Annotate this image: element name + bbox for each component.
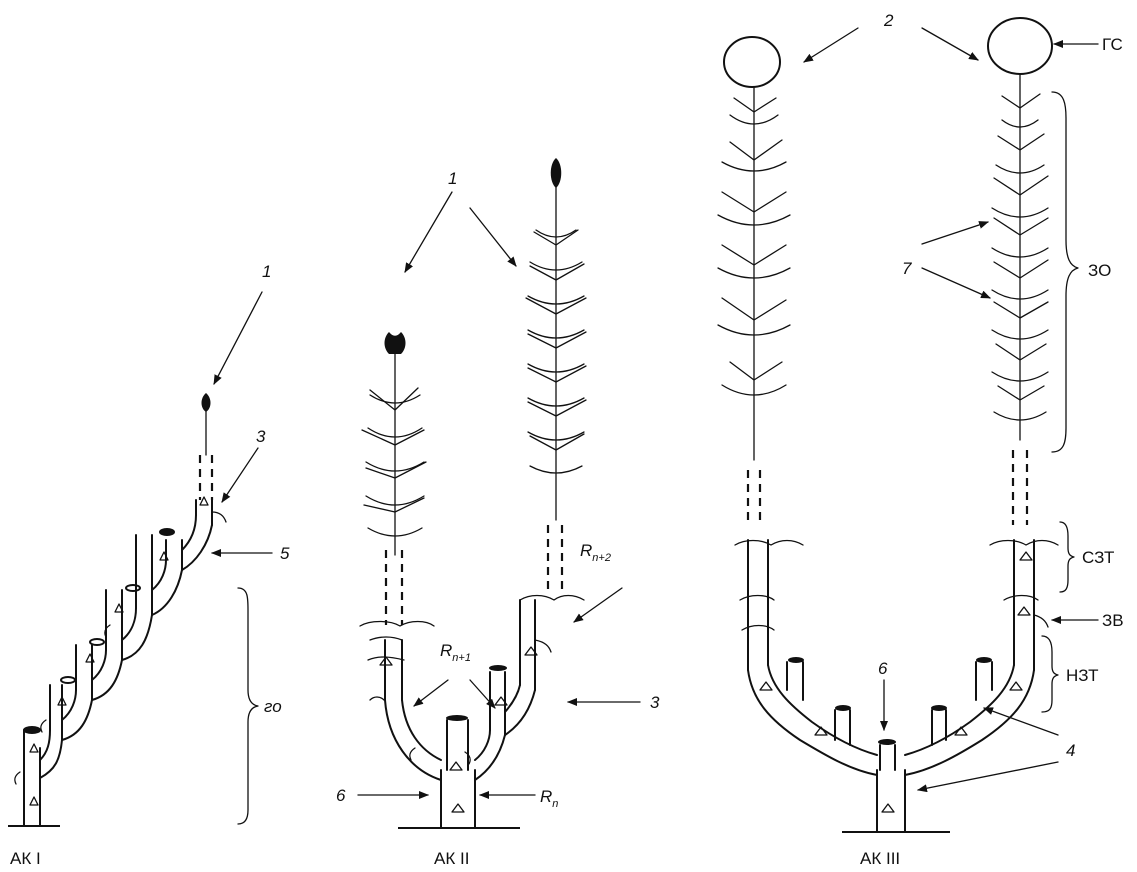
label-7: 7 [902,259,912,278]
shoot-2a [362,332,426,555]
brace-zo [1052,92,1078,452]
rhizome-arc-3 [735,540,1058,832]
label-2: 2 [883,11,894,30]
label-1-panel1: 1 [262,262,271,281]
arrow-3-panel1 [222,448,258,502]
caption-ak2: АК II [434,849,469,868]
shoot-3a [718,37,790,460]
arrow-rn1b [470,680,495,708]
rhizome-chain-1 [15,497,226,826]
caption-ak1: АК I [10,849,41,868]
label-rn2: Rn+2 [580,541,611,564]
arrow-1b-panel2 [470,208,516,266]
arrow-rn1a [414,680,448,706]
dashed-gap-3b [1013,450,1027,525]
bud-1 [202,393,211,412]
arrow-7b [922,268,990,298]
label-zv: ЗВ [1102,611,1124,630]
dashed-gap-2a [386,550,402,625]
label-1-panel2: 1 [448,169,457,188]
panel-ak1 [8,292,272,826]
label-6-panel3: 6 [878,659,888,678]
label-5-panel1: 5 [280,544,290,563]
arrow-rn2 [574,588,622,622]
arrow-1-panel1 [214,292,262,384]
shoot-3b [988,18,1052,440]
arrow-2a [804,28,858,62]
dashed-gap-2b [548,525,562,595]
label-szt: СЗТ [1082,548,1114,567]
dashed-gap-3a [748,470,760,525]
dashed-gap-1 [200,455,212,500]
panel-ak2 [358,158,640,828]
brace-szt [1060,522,1074,592]
label-3-panel2: 3 [650,693,660,712]
arrow-7a [922,222,988,244]
label-3-panel1: 3 [256,427,266,446]
label-rn: Rn [540,787,558,810]
label-4: 4 [1066,741,1075,760]
label-zo: ЗО [1088,261,1111,280]
label-rn1: Rn+1 [440,641,471,664]
label-gs: ГС [1102,35,1123,54]
brace-nzt [1042,636,1058,712]
panel-ak3 [718,18,1098,832]
arrow-1a-panel2 [405,192,452,272]
shoot-2b [526,158,586,520]
label-6-panel2: 6 [336,786,346,805]
bracket-go [238,588,258,824]
arrow-2b [922,28,978,60]
label-nzt: НЗТ [1066,666,1099,685]
label-go: го [264,697,282,716]
text-labels: 1 3 5 го АК I 1 Rn+2 Rn+1 3 6 Rn АК II 2… [10,11,1124,868]
arrow-4b [918,762,1058,790]
caption-ak3: АК III [860,849,900,868]
